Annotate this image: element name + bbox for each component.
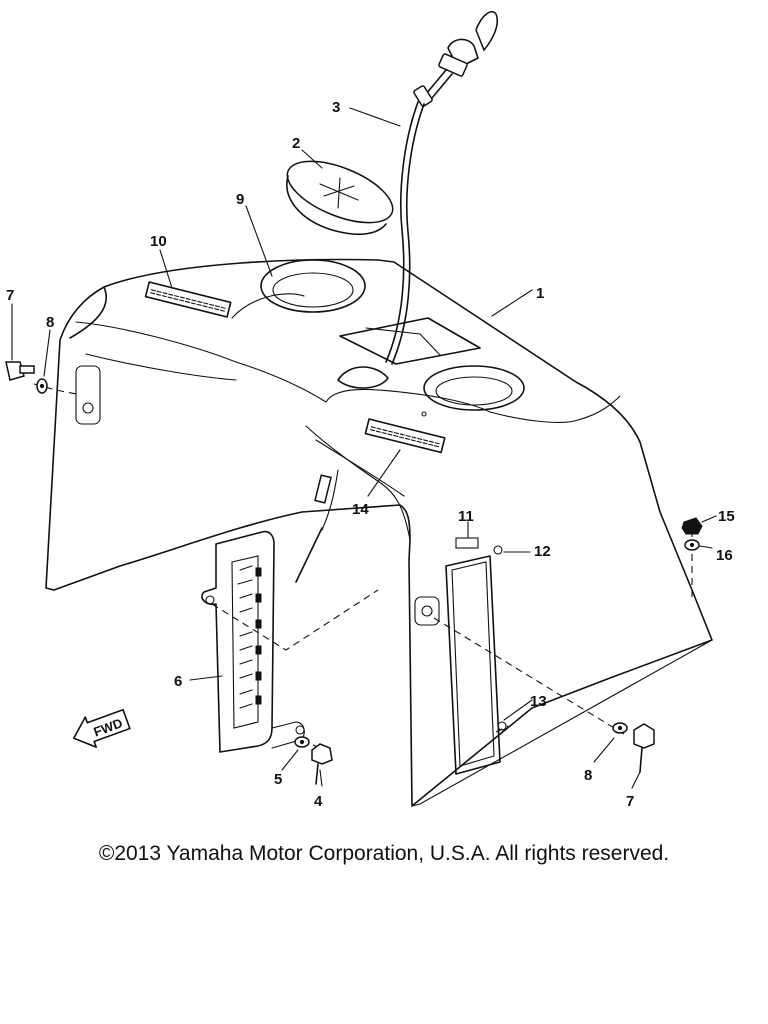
decal-10 bbox=[144, 281, 232, 318]
callout-5: 5 bbox=[274, 771, 282, 788]
fasteners bbox=[5, 361, 703, 785]
callout-4: 4 bbox=[314, 793, 323, 810]
decal-14 bbox=[364, 418, 446, 454]
callout-3: 3 bbox=[332, 99, 340, 116]
callout-15: 15 bbox=[718, 508, 735, 525]
fwd-arrow: FWD bbox=[73, 708, 131, 748]
louver-panel bbox=[201, 530, 305, 753]
copyright-notice: ©2013 Yamaha Motor Corporation, U.S.A. A… bbox=[98, 842, 670, 865]
callout-11: 11 bbox=[458, 508, 474, 525]
callout-6: 6 bbox=[174, 673, 182, 690]
callout-2: 2 bbox=[292, 135, 300, 152]
leader-lines bbox=[11, 107, 717, 789]
choke-cable bbox=[295, 10, 498, 583]
console-cover bbox=[45, 258, 713, 807]
callout-7-left: 7 bbox=[6, 287, 14, 304]
callout-8-left: 8 bbox=[46, 314, 54, 331]
callout-numbers: 3 2 9 10 1 7 8 14 11 12 15 16 6 13 5 4 8… bbox=[6, 99, 735, 810]
callout-12: 12 bbox=[534, 543, 551, 560]
callout-1: 1 bbox=[536, 285, 544, 302]
callout-9: 9 bbox=[236, 191, 244, 208]
callout-8-right: 8 bbox=[584, 767, 592, 784]
filler-cap bbox=[286, 160, 394, 236]
callout-7-right: 7 bbox=[626, 793, 634, 810]
assembly-lines bbox=[33, 383, 693, 749]
callout-13: 13 bbox=[530, 693, 547, 710]
parts-diagram: FWD 3 2 9 10 1 7 8 14 11 12 15 16 6 bbox=[5, 10, 735, 810]
callout-16: 16 bbox=[716, 547, 733, 564]
callout-10: 10 bbox=[150, 233, 167, 250]
callout-14: 14 bbox=[352, 501, 369, 518]
